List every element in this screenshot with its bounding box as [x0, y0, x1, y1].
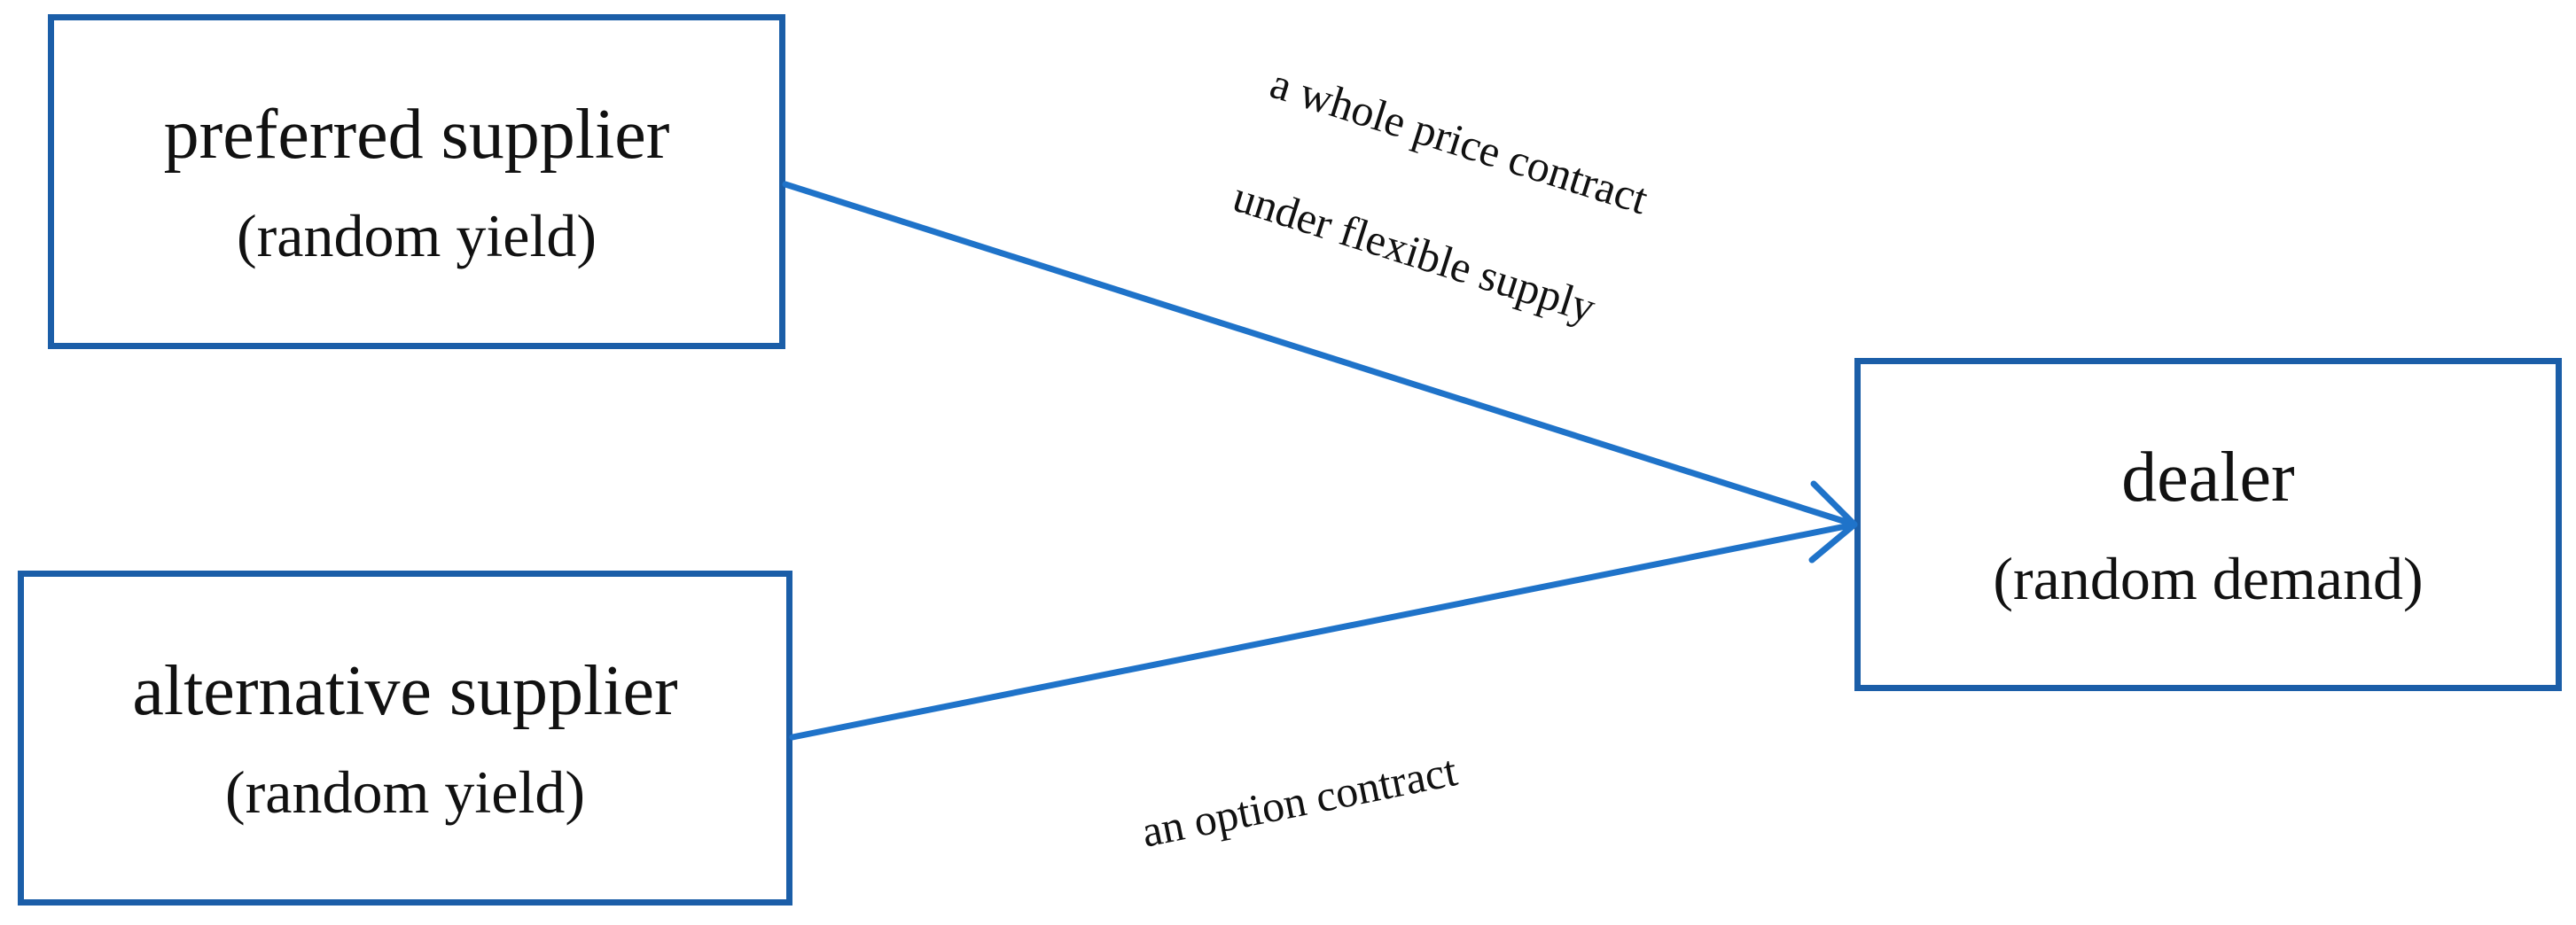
alternative-to-dealer-arrow-line — [789, 521, 1858, 741]
alternative-supplier-subtitle: (random yield) — [225, 758, 585, 826]
preferred-supplier-title: preferred supplier — [163, 95, 670, 174]
preferred-supplier-subtitle: (random yield) — [237, 201, 597, 269]
preferred-to-dealer-arrow-line — [782, 181, 1858, 528]
preferred-supplier-box: preferred supplier (random yield) — [48, 14, 785, 349]
flexible-supply-label: under flexible supply — [1228, 171, 1602, 332]
dealer-box: dealer (random demand) — [1854, 358, 2562, 691]
alternative-supplier-title: alternative supplier — [132, 651, 678, 730]
alternative-supplier-box: alternative supplier (random yield) — [18, 571, 792, 906]
dealer-title: dealer — [2121, 438, 2295, 517]
dealer-arrowhead-icon — [1808, 480, 1858, 564]
option-contract-label: an option contract — [1137, 745, 1461, 857]
dealer-subtitle: (random demand) — [1993, 544, 2424, 612]
